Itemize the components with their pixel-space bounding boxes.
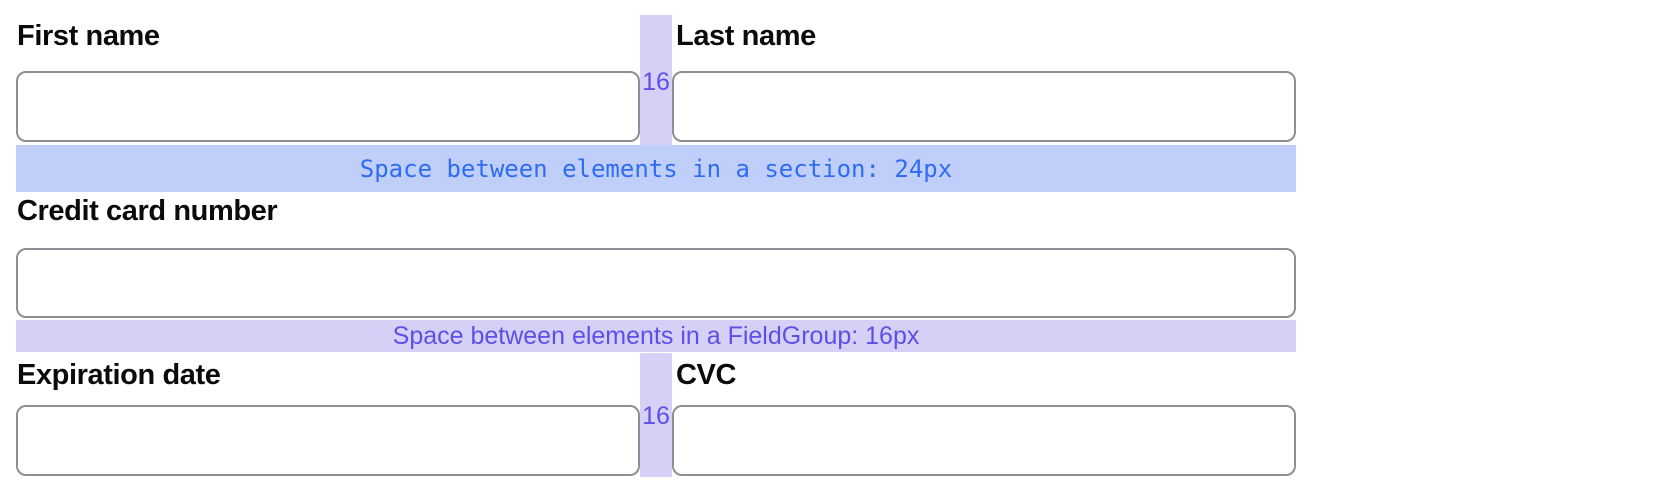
column-gap-highlight-bottom — [640, 353, 672, 477]
last-name-label: Last name — [676, 20, 816, 52]
cvc-input[interactable] — [672, 405, 1296, 476]
last-name-input[interactable] — [672, 71, 1296, 142]
first-name-label: First name — [17, 20, 160, 52]
cvc-label: CVC — [676, 359, 737, 391]
card-number-input[interactable] — [16, 248, 1296, 318]
card-number-label: Credit card number — [17, 195, 278, 227]
column-gap-value-bottom: 16 — [642, 402, 670, 430]
expiration-date-label: Expiration date — [17, 359, 221, 391]
column-gap-highlight-top — [640, 15, 672, 145]
fieldgroup-spacing-band-label: Space between elements in a FieldGroup: … — [392, 321, 920, 350]
section-spacing-band: Space between elements in a section: 24p… — [16, 145, 1296, 192]
first-name-input[interactable] — [16, 71, 640, 142]
fieldgroup-spacing-band: Space between elements in a FieldGroup: … — [16, 320, 1296, 352]
column-gap-value-top: 16 — [642, 68, 670, 96]
expiration-date-input[interactable] — [16, 405, 640, 476]
section-spacing-band-label: Space between elements in a section: 24p… — [359, 154, 953, 183]
